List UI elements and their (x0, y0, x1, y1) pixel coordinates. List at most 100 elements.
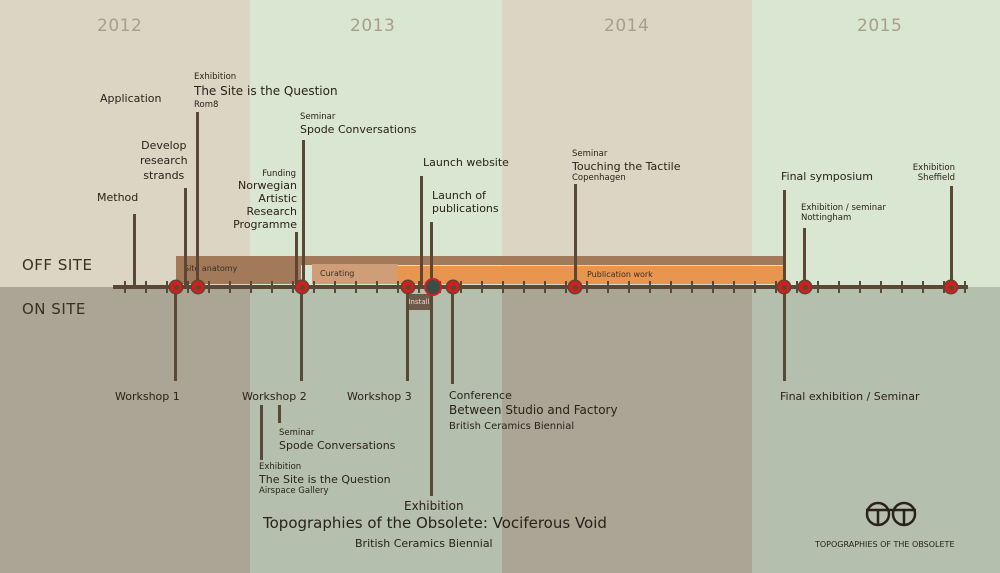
band-lower-2013 (250, 287, 502, 573)
label-develop: Develop research strands (140, 138, 188, 183)
event-marker (778, 281, 790, 293)
month-tick (145, 281, 147, 293)
stem-funding (295, 232, 298, 286)
label-bcb-1: British Ceramics Biennial (449, 421, 575, 432)
month-tick (964, 281, 966, 293)
stem-launch-website (420, 176, 423, 286)
stem-touching (574, 184, 577, 286)
month-tick (544, 281, 546, 293)
month-tick (859, 281, 861, 293)
month-tick (754, 281, 756, 293)
month-tick (901, 281, 903, 293)
label-main-exhibition-title: Topographies of the Obsolete: Vociferous… (263, 514, 607, 532)
month-tick (607, 281, 609, 293)
month-tick (775, 281, 777, 293)
label-workshop2: Workshop 2 (242, 390, 307, 403)
timeline-axis (113, 285, 968, 289)
month-tick (229, 281, 231, 293)
event-marker (296, 281, 308, 293)
label-seminar-on-cap: Seminar (279, 428, 315, 438)
band-lower-2012 (0, 287, 250, 573)
event-marker (799, 281, 811, 293)
label-touching: Touching the Tactile (572, 160, 681, 173)
label-conference-cap: Conference (449, 389, 512, 402)
event-marker (569, 281, 581, 293)
label-funding-cap: Funding (262, 169, 296, 179)
label-rom8: Rom8 (194, 100, 219, 110)
event-marker (402, 281, 414, 293)
event-marker (192, 281, 204, 293)
month-tick (586, 281, 588, 293)
band-lower-2014 (502, 287, 752, 573)
month-tick (733, 281, 735, 293)
label-site-question: The Site is the Question (194, 84, 338, 98)
label-exhibition-cap: Exhibition (194, 72, 237, 82)
month-tick (397, 281, 399, 293)
label-develop-line: strands (143, 169, 185, 182)
label-final-symposium: Final symposium (781, 170, 873, 183)
label-funding-line: Research (246, 205, 297, 218)
bar-overall (176, 256, 784, 265)
event-marker (447, 281, 459, 293)
month-tick (292, 281, 294, 293)
month-tick (334, 281, 336, 293)
label-sheffield: Sheffield (917, 173, 955, 183)
bar-publication-work: Publication work (397, 266, 784, 284)
month-tick (712, 281, 714, 293)
label-bcb-2: British Ceramics Biennial (355, 537, 493, 550)
month-tick (418, 281, 420, 293)
label-launch-pub-line: publications (432, 202, 499, 215)
label-seminar-cap: Seminar (300, 112, 336, 122)
label-exhibition-sheffield-cap: Exhibition (912, 163, 955, 173)
year-2014: 2014 (604, 16, 650, 36)
year-2012: 2012 (97, 16, 143, 36)
main-event-marker (424, 278, 442, 296)
label-funding-line: Artistic (258, 192, 297, 205)
month-tick (796, 281, 798, 293)
label-funding-line: Norwegian (238, 179, 297, 192)
bar-site-anatomy: Site anatomy (176, 262, 301, 284)
year-2015: 2015 (857, 16, 903, 36)
label-method: Method (97, 191, 139, 204)
event-marker (945, 281, 957, 293)
on-site-label: ON SITE (22, 300, 86, 318)
month-tick (250, 281, 252, 293)
stem-conference (451, 286, 454, 384)
month-tick (208, 281, 210, 293)
label-funding-line: Programme (233, 218, 297, 231)
stem-workshop2 (300, 286, 303, 381)
label-final-exhibition: Final exhibition / Seminar (780, 390, 920, 403)
band-lower-2015 (752, 287, 1000, 573)
stem-launch-publications (430, 222, 433, 286)
month-tick (691, 281, 693, 293)
stem-workshop3 (406, 286, 409, 381)
label-nottingham: Nottingham (801, 213, 852, 223)
label-between-studio: Between Studio and Factory (449, 403, 618, 417)
label-develop-line: Develop (141, 139, 187, 152)
stem-nottingham (803, 228, 806, 286)
label-workshop3: Workshop 3 (347, 390, 412, 403)
month-tick (817, 281, 819, 293)
stem-develop (184, 188, 187, 286)
label-exhibition-seminar: Exhibition / seminar (801, 203, 886, 213)
label-funding-title: Norwegian Artistic Research Programme (220, 179, 297, 231)
stem-main-exhibition (430, 286, 433, 496)
month-tick (565, 281, 567, 293)
label-seminar-cap-2: Seminar (572, 149, 608, 159)
month-tick (502, 281, 504, 293)
stem-final-exhibition (783, 286, 786, 381)
label-develop-line: research (140, 154, 188, 167)
event-marker (170, 281, 182, 293)
month-tick (943, 281, 945, 293)
label-spode-2: Spode Conversations (279, 439, 396, 452)
label-launch-website: Launch website (423, 156, 509, 169)
logo-text: TOPOGRAPHIES OF THE OBSOLETE (815, 540, 955, 549)
stem-spode-2 (278, 405, 281, 423)
off-site-label: OFF SITE (22, 256, 93, 274)
month-tick (670, 281, 672, 293)
label-site-question-2: The Site is the Question (259, 473, 391, 486)
month-tick (523, 281, 525, 293)
month-tick (376, 281, 378, 293)
logo-icon (865, 501, 917, 527)
month-tick (880, 281, 882, 293)
